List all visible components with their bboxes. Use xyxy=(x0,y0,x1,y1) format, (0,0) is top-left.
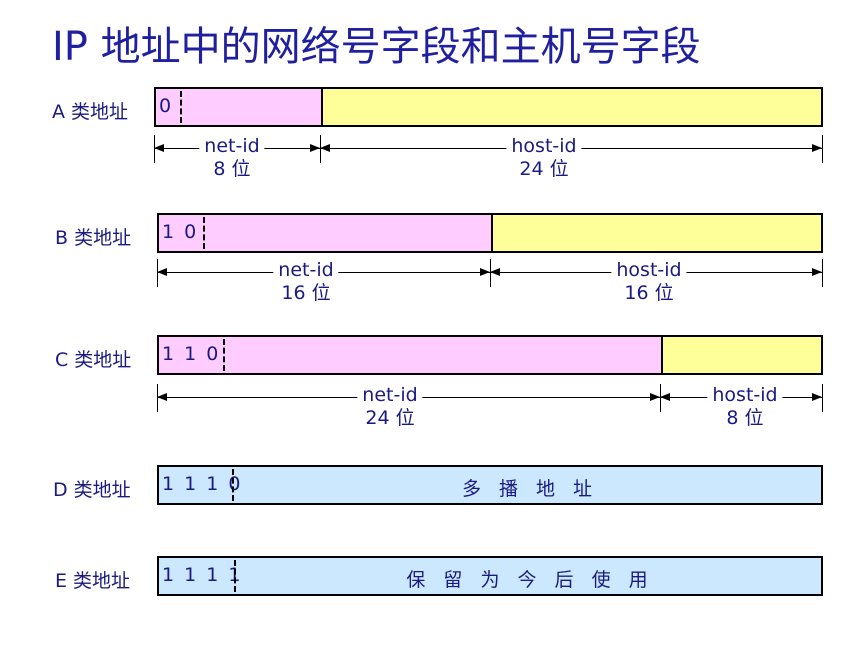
class-a-net-segment: 0 xyxy=(156,89,321,125)
class-c-prefix: 1 1 0 xyxy=(162,343,221,365)
arrow-right xyxy=(310,144,320,152)
arrow-right xyxy=(812,268,822,276)
page-title: IP 地址中的网络号字段和主机号字段 xyxy=(52,24,701,70)
class-a-prefix-divider xyxy=(180,91,182,123)
class-d-prefix-divider xyxy=(232,469,234,501)
class-b-bar: 1 0 xyxy=(157,213,823,253)
class-a-host-segment xyxy=(321,89,821,125)
class-b-dimensions: net-id 16 位 host-id 16 位 xyxy=(157,259,823,304)
class-e-description: 保 留 为 今 后 使 用 xyxy=(406,569,654,591)
class-a-net-label: net-id xyxy=(199,135,265,157)
class-d-bar: 1 1 1 0 多 播 地 址 xyxy=(157,465,823,505)
class-b-net-segment: 1 0 xyxy=(159,215,491,251)
class-c-net-segment: 1 1 0 xyxy=(159,337,661,373)
class-b-prefix-divider xyxy=(203,217,205,249)
class-d-prefix: 1 1 1 0 xyxy=(162,473,243,495)
dim-tick xyxy=(822,384,823,412)
class-a-label: A 类地址 xyxy=(52,101,129,123)
arrow-right xyxy=(812,393,822,401)
arrow-left xyxy=(490,268,500,276)
dim-tick xyxy=(822,135,823,163)
class-c-host-bits: 8 位 xyxy=(726,407,764,429)
class-d-label: D 类地址 xyxy=(53,479,131,501)
arrow-right xyxy=(812,144,822,152)
class-e-segment: 1 1 1 1 保 留 为 今 后 使 用 xyxy=(159,558,821,594)
class-d-segment: 1 1 1 0 多 播 地 址 xyxy=(159,467,821,503)
arrow-right xyxy=(480,268,490,276)
class-c-dimensions: net-id 24 位 host-id 8 位 xyxy=(157,384,823,429)
class-b-host-bits: 16 位 xyxy=(624,282,674,304)
arrow-left xyxy=(320,144,330,152)
class-e-prefix-divider xyxy=(234,560,236,592)
class-a-prefix: 0 xyxy=(159,95,174,117)
class-c-net-label: net-id xyxy=(357,384,423,406)
class-a-bar: 0 xyxy=(154,87,823,127)
arrow-left xyxy=(157,393,167,401)
class-a-host-bits: 24 位 xyxy=(519,158,569,180)
arrow-left xyxy=(660,393,670,401)
class-e-bar: 1 1 1 1 保 留 为 今 后 使 用 xyxy=(157,556,823,596)
class-b-host-label: host-id xyxy=(611,259,687,281)
class-b-host-segment xyxy=(491,215,821,251)
class-a-net-bits: 8 位 xyxy=(213,158,251,180)
dim-tick xyxy=(822,259,823,287)
class-b-net-bits: 16 位 xyxy=(281,282,331,304)
class-b-prefix: 1 0 xyxy=(162,221,199,243)
class-e-label: E 类地址 xyxy=(55,570,131,592)
class-a-dimensions: net-id 8 位 host-id 24 位 xyxy=(154,135,823,180)
class-c-host-label: host-id xyxy=(707,384,783,406)
arrow-left xyxy=(154,144,164,152)
arrow-right xyxy=(650,393,660,401)
class-d-description: 多 播 地 址 xyxy=(461,478,599,500)
class-a-host-label: host-id xyxy=(506,135,582,157)
arrow-left xyxy=(157,268,167,276)
class-c-host-segment xyxy=(661,337,821,373)
class-b-label: B 类地址 xyxy=(55,227,132,249)
class-c-bar: 1 1 0 xyxy=(157,335,823,375)
class-c-label: C 类地址 xyxy=(55,349,132,371)
class-b-net-label: net-id xyxy=(273,259,339,281)
class-e-prefix: 1 1 1 1 xyxy=(162,564,243,586)
class-c-net-bits: 24 位 xyxy=(365,407,415,429)
class-c-prefix-divider xyxy=(223,339,225,371)
